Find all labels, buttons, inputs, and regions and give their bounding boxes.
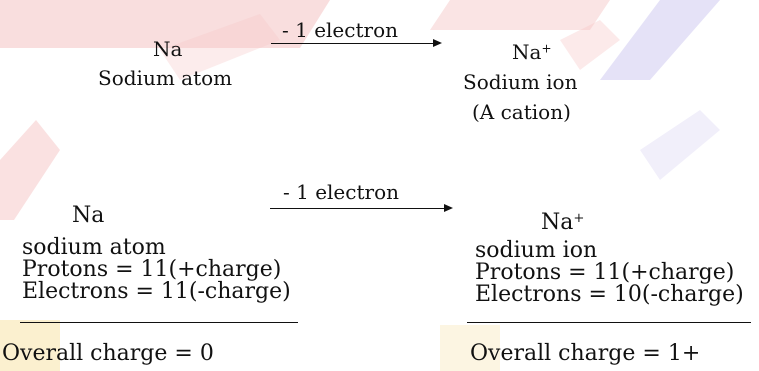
top-right-charge: + [541, 41, 552, 56]
top-right-note: (A cation) [472, 100, 571, 124]
top-reaction-arrow [271, 39, 442, 47]
bottom-right-symbol: Na+ [541, 210, 585, 235]
top-right-name: Sodium ion [463, 70, 578, 94]
watermark-red-band-right [430, 0, 610, 30]
top-arrow-label: - 1 electron [282, 18, 398, 42]
bottom-right-sum-line [467, 322, 751, 323]
bottom-right-name: sodium ion [475, 238, 598, 263]
bottom-left-symbol: Na [72, 203, 105, 228]
watermark-purple-streak-low [640, 110, 720, 180]
watermark-red-streak-left [0, 120, 60, 220]
bottom-right-electrons: Electrons = 10(-charge) [475, 282, 744, 307]
top-left-symbol: Na [153, 37, 183, 61]
bottom-reaction-arrow [270, 204, 453, 212]
bottom-left-electrons: Electrons = 11(-charge) [22, 279, 291, 304]
bottom-right-overall: Overall charge = 1+ [470, 341, 701, 366]
bottom-arrow-label: - 1 electron [283, 180, 399, 204]
top-left-name: Sodium atom [98, 66, 233, 90]
bottom-left-name: sodium atom [22, 235, 166, 260]
bottom-left-sum-line [20, 322, 298, 323]
bottom-right-charge: + [573, 210, 585, 226]
bottom-left-overall: Overall charge = 0 [2, 341, 214, 366]
top-right-symbol: Na+ [512, 40, 552, 64]
bottom-right-protons: Protons = 11(+charge) [475, 260, 735, 285]
watermark-red-streak-right [560, 20, 620, 70]
bottom-left-protons: Protons = 11(+charge) [22, 257, 282, 282]
watermark-purple-streak [600, 0, 720, 80]
